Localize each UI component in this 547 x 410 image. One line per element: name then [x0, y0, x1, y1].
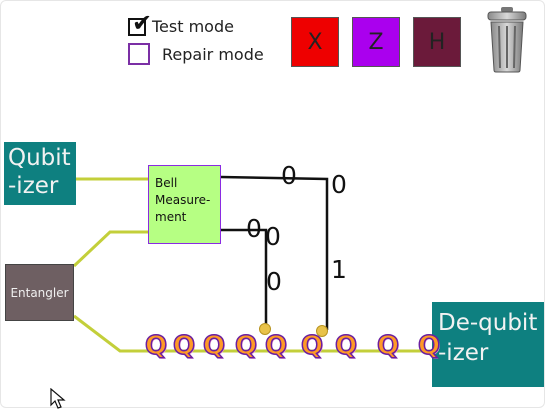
trash-can-icon[interactable] [486, 6, 528, 74]
x-gate-button[interactable]: X [291, 17, 339, 67]
checkmark-icon: ✔ [132, 8, 153, 37]
dequbitizer-block[interactable]: De-qubit -izer [432, 302, 544, 387]
wire-label-top-right: 0 [331, 170, 347, 199]
qubit-token[interactable]: Q [376, 331, 400, 361]
wire-label-left-vertical: 0 [266, 267, 282, 296]
mouse-pointer-icon [50, 388, 66, 409]
qubit-token[interactable]: Q [234, 331, 258, 361]
qubit-token[interactable]: Q [144, 331, 168, 361]
entangler-block[interactable]: Entangler [5, 264, 74, 321]
h-gate-button[interactable]: H [413, 17, 461, 67]
test-mode-toggle[interactable]: ✔ Test mode [128, 11, 234, 36]
qubit-token[interactable]: Q [334, 331, 358, 361]
wire-bell-bottom [221, 228, 268, 330]
wire-entangler-dequbitizer [73, 314, 432, 353]
wire-label-top-left: 0 [281, 161, 297, 190]
wire-label-mid-a: 0 [246, 214, 262, 243]
qubit-token[interactable]: Q [202, 331, 226, 361]
z-gate-button[interactable]: Z [352, 17, 400, 67]
qubit-token[interactable]: Q [264, 331, 288, 361]
test-mode-label: Test mode [152, 17, 234, 36]
test-mode-checkbox[interactable]: ✔ [128, 11, 152, 36]
wire-bell-top [220, 175, 329, 330]
qubit-token[interactable]: Q [172, 331, 196, 361]
entangler-label: Entangler [10, 285, 69, 300]
wire-junction-dot [259, 323, 271, 335]
repair-mode-toggle[interactable]: Repair mode [128, 43, 264, 65]
bell-measurement-block[interactable]: Bell Measure- ment [148, 165, 221, 244]
wire-entangler-bell [72, 230, 148, 268]
wire-label-mid-b: 0 [265, 222, 281, 251]
repair-mode-label: Repair mode [162, 44, 264, 64]
wire-label-right-vertical: 1 [331, 255, 347, 284]
qubit-token[interactable]: Q [300, 331, 324, 361]
repair-mode-checkbox[interactable] [128, 43, 150, 65]
qubitizer-block[interactable]: Qubit -izer [4, 142, 76, 205]
qubit-token[interactable]: Q [417, 331, 441, 361]
wire-junction-dot [316, 325, 328, 337]
